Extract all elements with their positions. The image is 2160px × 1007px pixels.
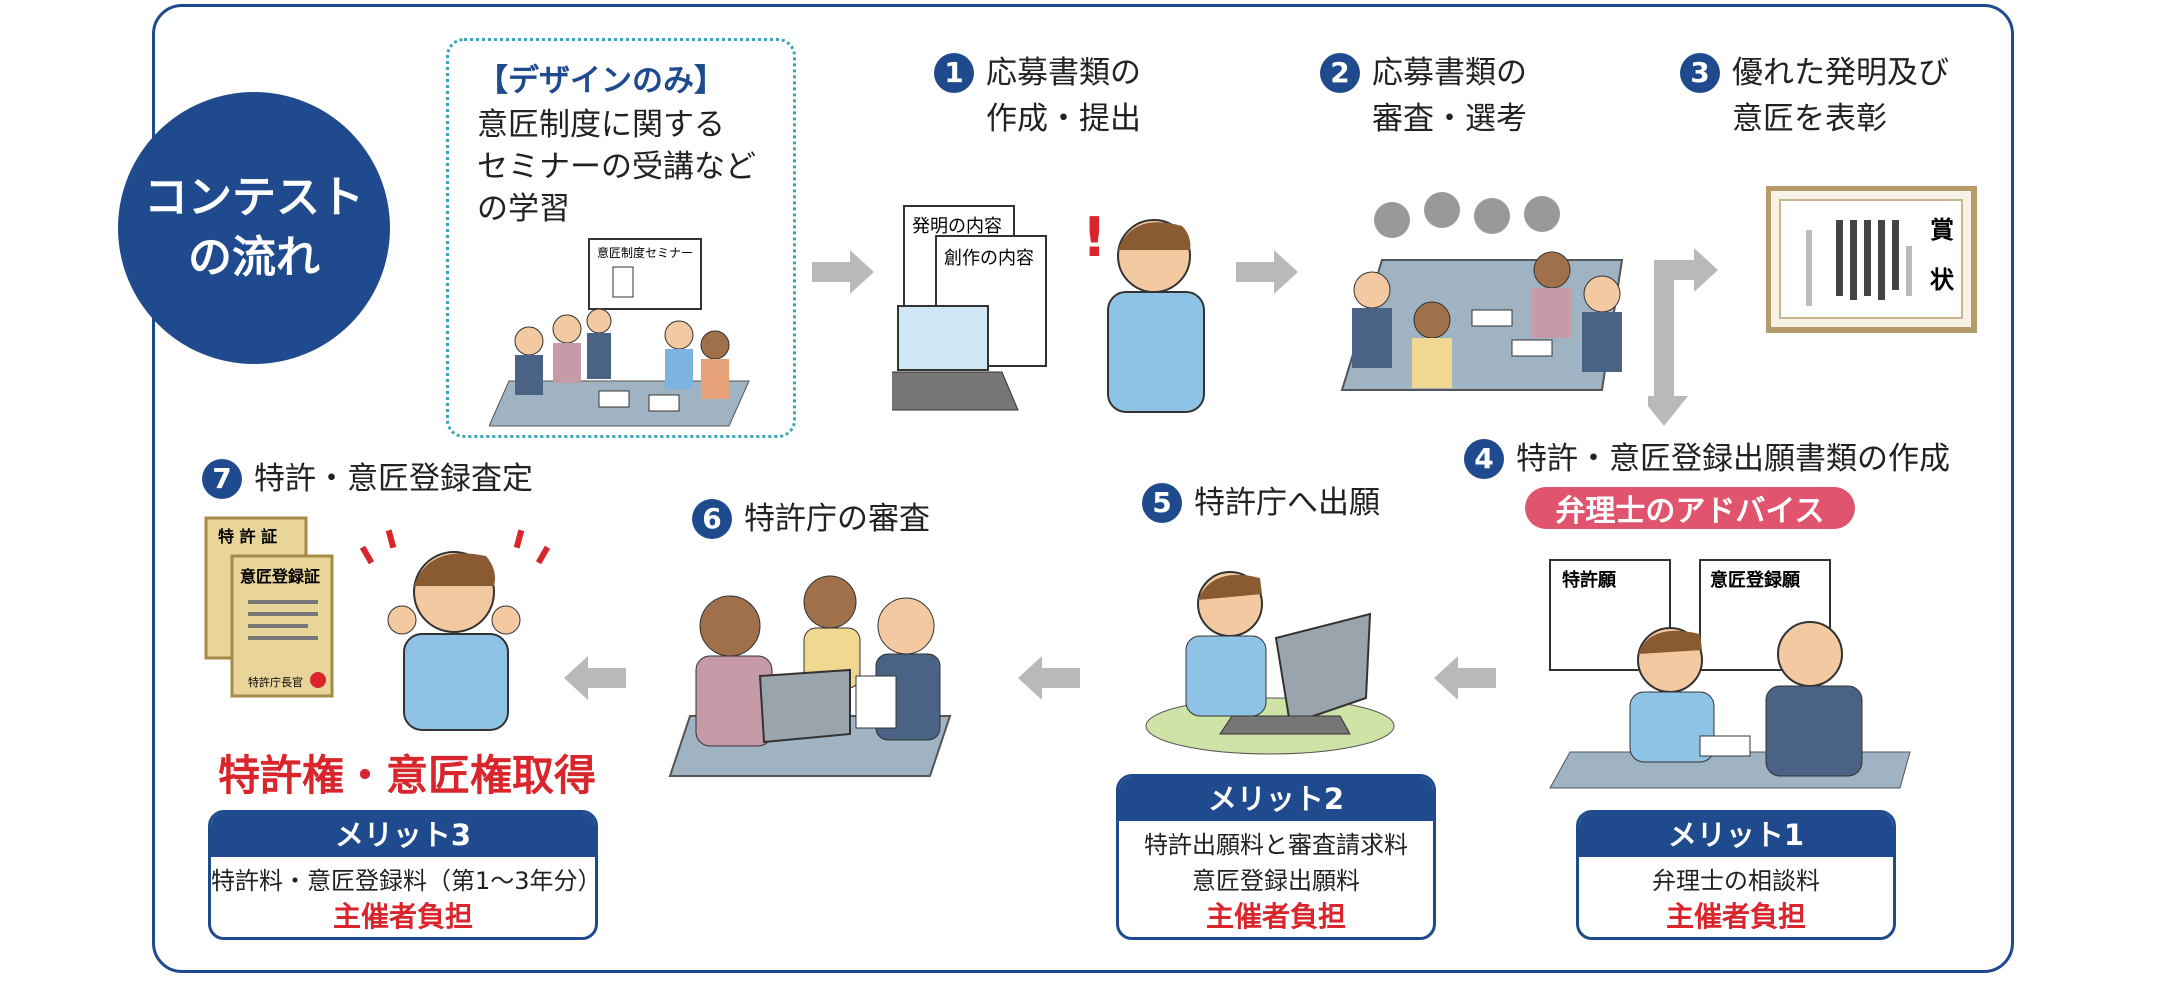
badge-line-1: コンテスト [144,168,364,228]
merit-1-box: メリット1 弁理士の相談料 主催者負担 [1576,810,1896,940]
step-7-illustration: 特 許 証 意匠登録証 特許庁長官 [204,516,554,736]
learning-tag: 【デザインのみ】 [477,55,725,100]
step-6-line-1: 特許庁の審査 [744,496,930,542]
step-4: 4 特許・意匠登録出願書類の作成 [1464,436,1950,482]
learning-line-1: 意匠制度に関する [477,99,725,144]
step-5-illustration [1140,548,1400,758]
merit-2-burden: 主催者負担 [1119,899,1433,935]
patent-attorney-advice-badge: 弁理士のアドバイス [1525,487,1855,529]
award-char-1: 賞 [1930,215,1954,244]
step-4-number: 4 [1464,439,1504,479]
merit-3-line-1: 特許料・意匠登録料（第1～3年分） [211,863,595,899]
step-1: 1 応募書類の作成・提出 [934,50,1141,142]
step-2-number: 2 [1320,53,1360,93]
flow-title-badge: コンテスト の流れ [118,92,390,364]
design-cert-label: 意匠登録証 [240,567,320,586]
step-3-number: 3 [1680,53,1720,93]
step-2-line-2: 審査・選考 [1372,96,1527,142]
step-2-illustration [1322,190,1652,400]
step-4-illustration: 特許願 意匠登録願 [1540,552,1920,792]
merit-3-box: メリット3 特許料・意匠登録料（第1～3年分） 主催者負担 [208,810,598,940]
step-4-line-1: 特許・意匠登録出願書類の作成 [1516,436,1950,482]
merit-3-title: メリット3 [211,813,595,857]
doc-creation-label: 創作の内容 [944,248,1034,269]
step-7: 7 特許・意匠登録査定 [202,456,533,502]
step-7-number: 7 [202,459,242,499]
learning-box: 【デザインのみ】 意匠制度に関する セミナーの受講など の学習 意匠制度セミナー [446,38,796,438]
merit-2-box: メリット2 特許出願料と審査請求料 意匠登録出願料 主催者負担 [1116,774,1436,940]
step-7-line-1: 特許・意匠登録査定 [254,456,533,502]
merit-1-burden: 主催者負担 [1579,899,1893,935]
step-5: 5 特許庁へ出願 [1142,480,1380,526]
learning-line-2: セミナーの受講など [477,141,756,186]
merit-2-title: メリット2 [1119,777,1433,821]
arrow-right-2 [1236,250,1300,294]
arrow-left-3 [562,656,626,700]
patent-cert-label: 特 許 証 [218,527,277,546]
merit-2-line-1: 特許出願料と審査請求料 [1119,827,1433,863]
step-3: 3 優れた発明及び意匠を表彰 [1680,50,1949,142]
seminar-board-label: 意匠制度セミナー [597,245,693,260]
step-1-number: 1 [934,53,974,93]
doc-design-app-label: 意匠登録願 [1710,569,1801,591]
step-5-line-1: 特許庁へ出願 [1194,480,1380,526]
doc-patent-app-label: 特許願 [1562,569,1617,591]
step-6: 6 特許庁の審査 [692,496,930,542]
step-3-line-2: 意匠を表彰 [1732,96,1949,142]
step-3-line-1: 優れた発明及び [1732,50,1949,96]
step-5-number: 5 [1142,483,1182,523]
step-1-line-1: 応募書類の [986,50,1141,96]
rights-acquisition-text: 特許権・意匠権取得 [218,742,596,803]
step-6-illustration [660,566,960,786]
svg-text:!: ! [1082,206,1107,269]
arrow-right-1 [812,250,876,294]
badge-line-2: の流れ [144,228,364,288]
merit-2-line-2: 意匠登録出願料 [1119,863,1433,899]
arrow-left-2 [1016,656,1080,700]
arrow-left-1 [1432,656,1496,700]
merit-1-title: メリット1 [1579,813,1893,857]
step-6-number: 6 [692,499,732,539]
step-1-illustration: 発明の内容 創作の内容 ! [892,196,1232,426]
merit-3-burden: 主催者負担 [211,899,595,935]
doc-invention-label: 発明の内容 [912,216,1002,237]
step-2: 2 応募書類の審査・選考 [1320,50,1527,142]
patent-office-label: 特許庁長官 [248,675,303,689]
merit-1-line-1: 弁理士の相談料 [1579,863,1893,899]
seminar-illustration: 意匠制度セミナー [489,231,769,431]
step-1-line-2: 作成・提出 [986,96,1141,142]
arrow-branch [1648,248,1732,434]
award-char-2: 状 [1930,265,1955,294]
step-2-line-1: 応募書類の [1372,50,1527,96]
learning-line-3: の学習 [477,183,570,228]
award-certificate-illustration: 賞 状 [1766,186,1978,334]
